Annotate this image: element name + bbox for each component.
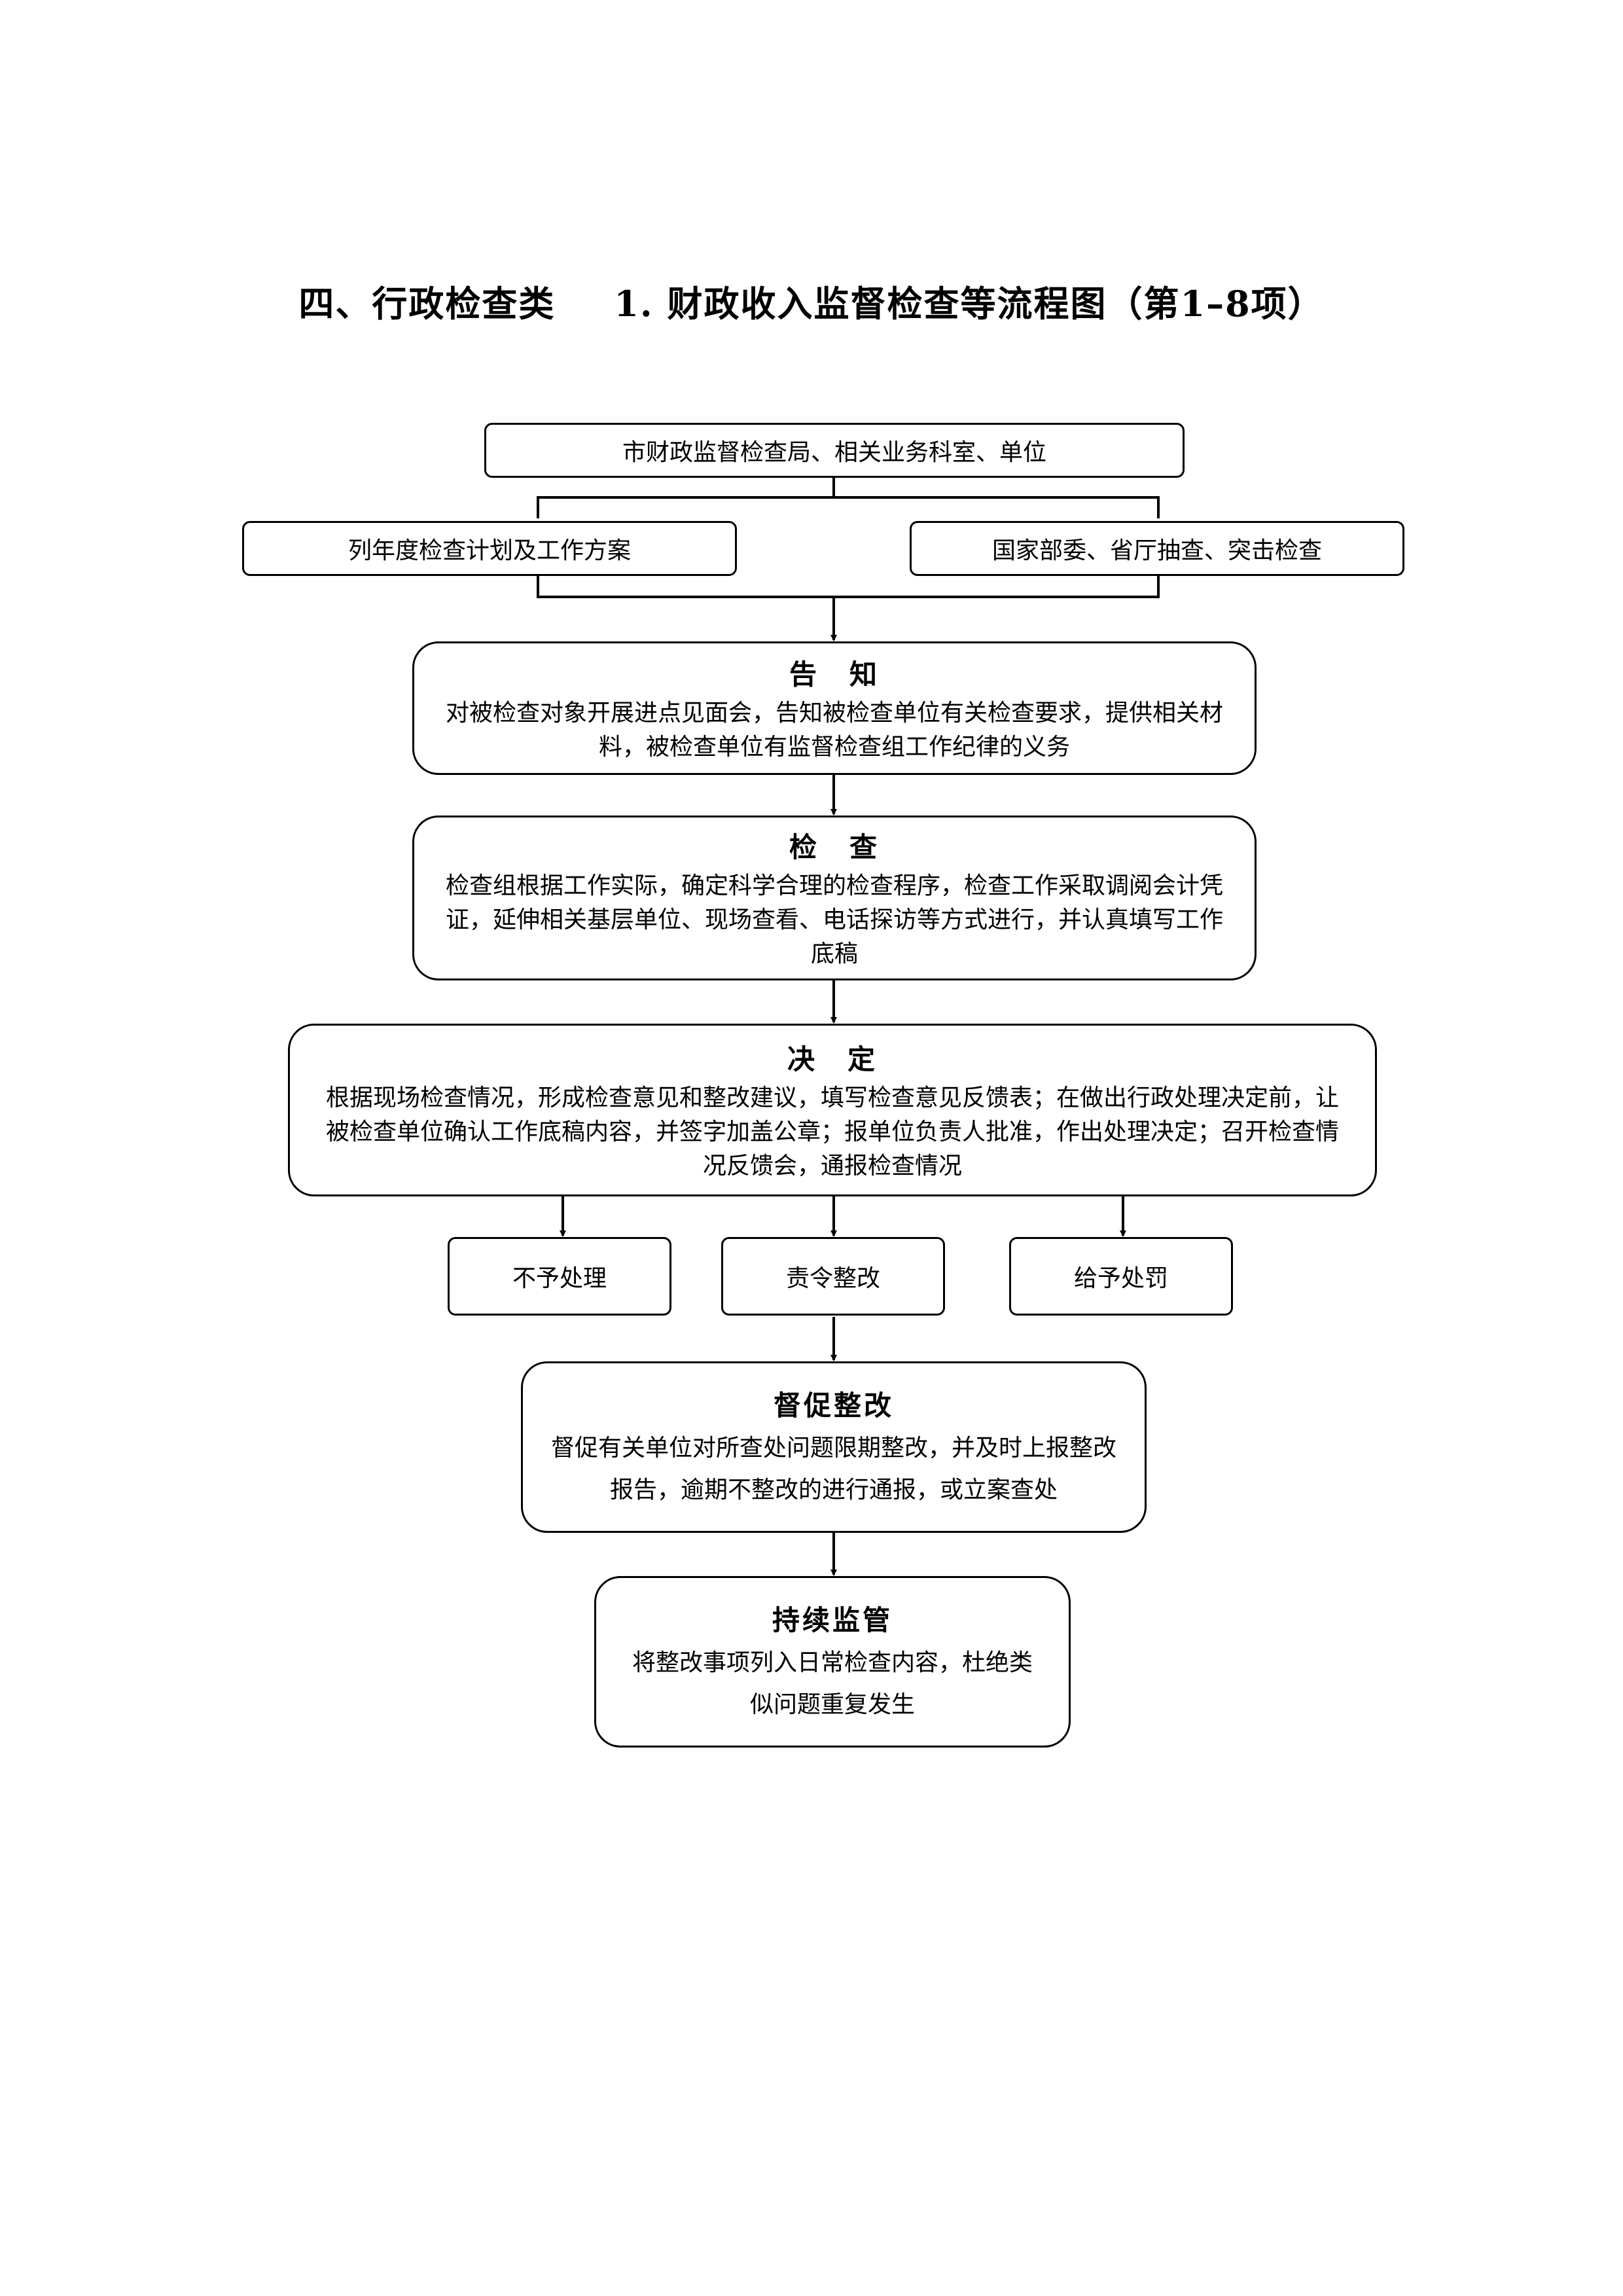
source-bracket: [537, 496, 1160, 518]
node-monitor: 持续监管 将整改事项列入日常检查内容，杜绝类似问题重复发生: [594, 1576, 1071, 1748]
node-top: 市财政监督检查局、相关业务科室、单位: [484, 423, 1185, 478]
node-outcome-penalty: 给予处罚: [1009, 1237, 1233, 1316]
node-outcome-none-label: 不予处理: [512, 1265, 607, 1292]
node-inspect-head: 检 查: [789, 831, 880, 863]
node-right-source: 国家部委、省厅抽查、突击检查: [910, 521, 1404, 576]
node-outcome-penalty-label: 给予处罚: [1073, 1265, 1168, 1292]
node-notify-head: 告 知: [789, 658, 880, 691]
node-urge-head: 督促整改: [773, 1389, 894, 1422]
node-notify-body: 对被检查对象开展进点见面会，告知被检查单位有关检查要求，提供相关材料，被检查单位…: [445, 699, 1223, 761]
node-decide-body: 根据现场检查情况，形成检查意见和整改建议，填写检查意见反馈表；在做出行政处理决定…: [325, 1084, 1339, 1179]
node-decide: 决 定 根据现场检查情况，形成检查意见和整改建议，填写检查意见反馈表；在做出行政…: [288, 1024, 1377, 1196]
source-bracket-bottom: [537, 576, 1160, 598]
node-left-source-label: 列年度检查计划及工作方案: [348, 537, 631, 564]
node-monitor-head: 持续监管: [772, 1604, 893, 1636]
node-urge-body: 督促有关单位对所查处问题限期整改，并及时上报整改报告，逾期不整改的进行通报，或立…: [550, 1434, 1116, 1503]
node-urge: 督促整改 督促有关单位对所查处问题限期整改，并及时上报整改报告，逾期不整改的进行…: [521, 1361, 1147, 1533]
node-inspect-body: 检查组根据工作实际，确定科学合理的检查程序，检查工作采取调阅会计凭证，延伸相关基…: [445, 872, 1223, 967]
node-top-label: 市财政监督检查局、相关业务科室、单位: [622, 439, 1046, 466]
node-inspect: 检 查 检查组根据工作实际，确定科学合理的检查程序，检查工作采取调阅会计凭证，延…: [412, 816, 1257, 980]
node-decide-head: 决 定: [787, 1043, 878, 1075]
node-notify: 告 知 对被检查对象开展进点见面会，告知被检查单位有关检查要求，提供相关材料，被…: [412, 641, 1257, 775]
node-left-source: 列年度检查计划及工作方案: [242, 521, 737, 576]
node-right-source-label: 国家部委、省厅抽查、突击检查: [991, 537, 1322, 564]
title-name: 1. 财政收入监督检查等流程图（第1–8项）: [614, 283, 1325, 325]
node-outcome-none: 不予处理: [448, 1237, 671, 1316]
node-monitor-body: 将整改事项列入日常检查内容，杜绝类似问题重复发生: [632, 1649, 1033, 1718]
node-outcome-rectify-label: 责令整改: [785, 1265, 880, 1292]
title-section: 四、行政检查类: [298, 283, 556, 325]
node-outcome-rectify: 责令整改: [721, 1237, 945, 1316]
page-title: 四、行政检查类 1. 财政收入监督检查等流程图（第1–8项）: [0, 275, 1623, 327]
